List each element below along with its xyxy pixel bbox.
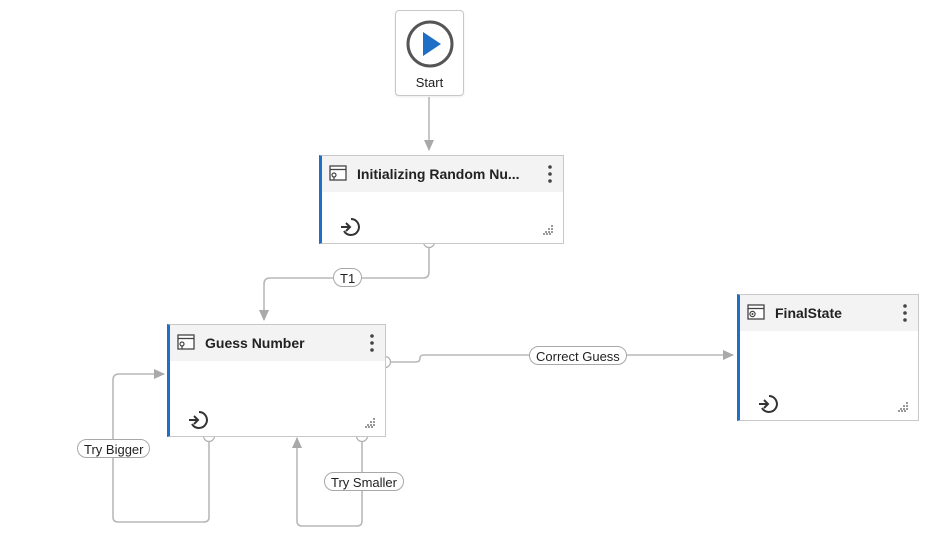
- more-vertical-icon[interactable]: [902, 303, 908, 323]
- entry-action-icon[interactable]: [339, 216, 361, 238]
- more-vertical-icon[interactable]: [547, 164, 553, 184]
- more-vertical-icon[interactable]: [369, 333, 375, 353]
- play-icon: [406, 20, 454, 68]
- state-icon: [329, 165, 347, 181]
- resize-grip-icon[interactable]: [365, 418, 375, 428]
- state-title: Initializing Random Nu...: [357, 166, 520, 182]
- transition-label-t1[interactable]: T1: [333, 268, 363, 287]
- start-label: Start: [415, 75, 444, 90]
- transition-label-try-bigger[interactable]: Try Bigger: [77, 439, 151, 458]
- start-node[interactable]: Start: [395, 10, 464, 96]
- state-header: [740, 295, 918, 331]
- state-header: [170, 325, 385, 361]
- state-final[interactable]: FinalState: [737, 294, 919, 421]
- state-initializing[interactable]: Initializing Random Nu...: [319, 155, 564, 244]
- transition-label-correct-guess[interactable]: Correct Guess: [529, 346, 627, 365]
- state-title: Guess Number: [205, 335, 305, 351]
- resize-grip-icon[interactable]: [543, 225, 553, 235]
- connector-try-smaller[interactable]: [292, 436, 363, 527]
- state-title: FinalState: [775, 305, 842, 321]
- connector-correct-guess[interactable]: [385, 350, 734, 363]
- connector-try-bigger[interactable]: [112, 369, 210, 523]
- state-header: [322, 156, 563, 192]
- entry-action-icon[interactable]: [757, 393, 779, 415]
- state-icon: [177, 334, 195, 350]
- entry-action-icon[interactable]: [187, 409, 209, 431]
- resize-grip-icon[interactable]: [898, 402, 908, 412]
- transition-label-try-smaller[interactable]: Try Smaller: [324, 472, 404, 491]
- state-guess-number[interactable]: Guess Number: [167, 324, 386, 437]
- final-state-icon: [747, 304, 765, 320]
